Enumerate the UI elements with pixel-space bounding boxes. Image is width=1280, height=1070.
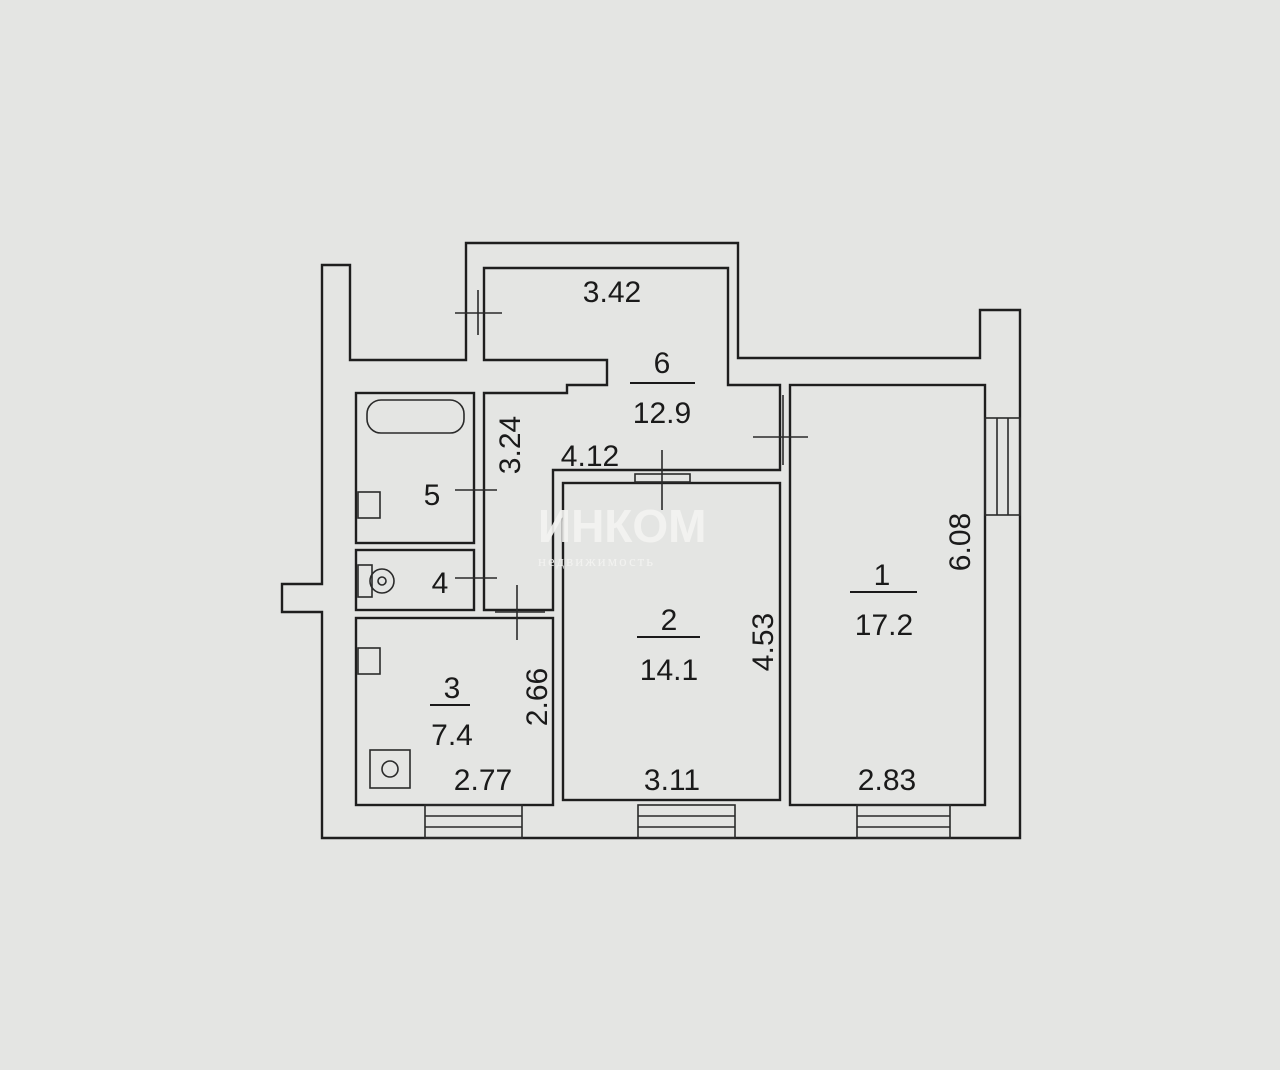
room-area: 14.1	[640, 654, 698, 687]
room-1	[788, 383, 987, 807]
sink-icon	[357, 491, 381, 519]
room-number: 3	[444, 672, 461, 705]
door	[455, 290, 808, 640]
room-area: 12.9	[633, 397, 691, 430]
room-5-bathroom	[354, 391, 476, 545]
dim-label: 2.77	[454, 764, 512, 797]
dim-label: 4.12	[561, 440, 619, 473]
dim-label: 6.08	[944, 513, 977, 571]
dim-label: 4.53	[747, 613, 780, 671]
watermark-logo: ИНКОМ	[538, 500, 706, 552]
kitchen-sink-icon	[357, 647, 381, 675]
watermark-subtitle: недвижимость	[538, 554, 655, 570]
room-area: 17.2	[855, 609, 913, 642]
dim-label: 3.11	[644, 764, 700, 797]
dim-label: 2.83	[858, 764, 916, 797]
stove-icon	[369, 749, 411, 789]
window	[424, 417, 1021, 839]
room-number: 4	[432, 567, 449, 600]
bathtub-icon	[366, 399, 465, 434]
room-number: 5	[424, 479, 441, 512]
room-area: 7.4	[431, 719, 473, 752]
room-2	[561, 481, 782, 802]
dim-label: 2.66	[521, 668, 554, 726]
outer-wall	[280, 241, 1022, 840]
room-4-toilet	[354, 548, 476, 612]
dim-label: 3.42	[583, 276, 641, 309]
dim-label: 3.24	[494, 416, 527, 474]
hall-wall	[482, 266, 782, 612]
toilet-icon	[357, 564, 395, 598]
room-number: 1	[874, 559, 891, 592]
room-number: 2	[661, 604, 678, 637]
room-number: 6	[654, 347, 671, 380]
